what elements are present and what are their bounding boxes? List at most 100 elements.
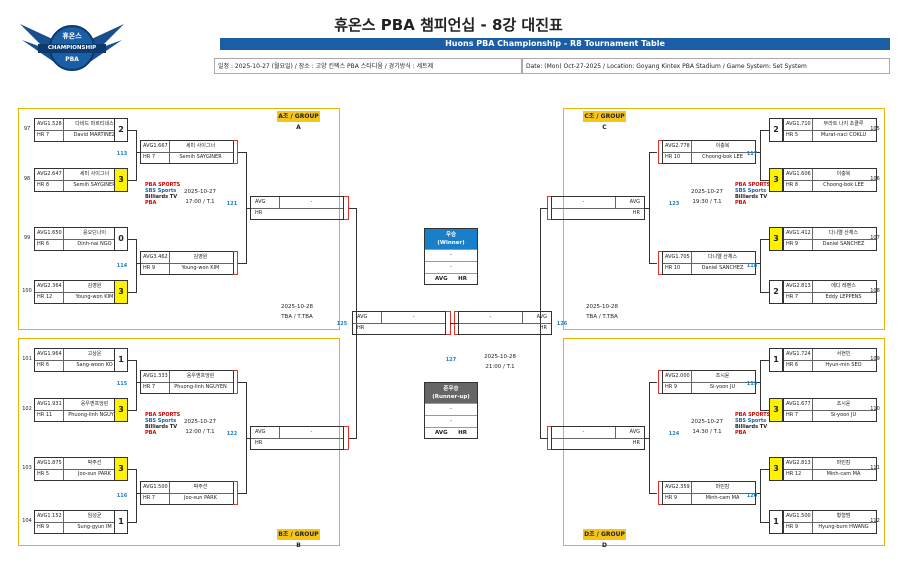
- match-time: 21:00 / T.1: [485, 364, 515, 370]
- bracket-line: [761, 292, 769, 293]
- group-b-label: B조 / GROUP B: [277, 529, 320, 549]
- bracket-line: [136, 152, 140, 153]
- bracket-line: [344, 195, 348, 197]
- hr-label: HR: [632, 439, 640, 446]
- bracket-line: [645, 437, 649, 439]
- sponsor-sbs-sports: SBS Sports: [735, 187, 767, 194]
- group-c-label: C조 / GROUP C: [583, 111, 626, 131]
- match-time: 17:00 / T.1: [185, 198, 215, 205]
- bracket-line: [238, 263, 246, 264]
- bracket-line: [233, 393, 237, 394]
- player-name-en: Dinh-nai NGO: [63, 239, 125, 250]
- card-row-bottom: HR: [459, 323, 551, 334]
- bracket-line: [756, 263, 760, 264]
- logo-mid-text: CHAMPIONSHIP: [47, 45, 97, 51]
- player-name-kr: 마민캄: [691, 482, 753, 493]
- match-date: 2025-10-27: [184, 188, 216, 195]
- avg-value: AVG3.462: [143, 254, 168, 260]
- bracket-line: [761, 410, 769, 411]
- final-player-slot: -: [425, 249, 477, 261]
- player-name-kr: 응오딘나이: [63, 228, 125, 239]
- bracket-line: [761, 360, 769, 361]
- avg-value: AVG1.710: [786, 121, 811, 127]
- sponsor-billiards-tv: Billiards TV: [735, 423, 768, 430]
- bracket-line: [344, 425, 348, 427]
- player-name-kr: 박주선: [63, 458, 125, 469]
- bracket-line: [649, 493, 657, 494]
- avg-value: AVG1.705: [665, 254, 690, 260]
- hr-value: HR 10: [665, 265, 681, 271]
- match-date: 2025-10-28: [281, 303, 313, 310]
- hr-value: HR 9: [786, 524, 799, 530]
- match-date: 2025-10-27: [184, 418, 216, 425]
- bracket-line: [238, 152, 246, 153]
- hr-value: HR 5: [37, 471, 50, 477]
- seed-number: 109: [870, 356, 880, 362]
- seed-number: 111: [870, 465, 880, 471]
- set-score: 3: [769, 398, 783, 422]
- logo-top-text: 휴온스: [62, 32, 82, 40]
- player-name-kr: 다니엘 산체스: [691, 252, 753, 263]
- avg-value: AVG1.677: [786, 401, 811, 407]
- sponsor-pba-sports: PBA SPORTS: [145, 181, 181, 188]
- bracket-line: [233, 481, 237, 482]
- bracket-line: [237, 251, 238, 275]
- set-score: 3: [114, 457, 128, 481]
- hr-value: HR 9: [665, 384, 678, 390]
- bracket-line: [128, 292, 136, 293]
- player-name-en: Sang-woon KO: [63, 360, 125, 371]
- card-row-top: AVG-: [251, 426, 343, 439]
- avg-value: AVG2.813: [786, 460, 811, 466]
- player-name-en: Minh-cam MA: [691, 493, 753, 504]
- avg-label: AVG: [255, 198, 266, 205]
- bracket-line: [658, 140, 662, 141]
- bracket-line: [128, 522, 136, 523]
- bracket-line: [446, 333, 450, 335]
- bracket-line: [344, 448, 348, 450]
- set-score: 1: [769, 348, 783, 372]
- card-row-bottom: HR: [552, 208, 644, 219]
- avg-value: AVG1.500: [143, 484, 168, 490]
- sponsor-pba: PBA: [145, 199, 157, 206]
- bracket-line: [658, 481, 662, 482]
- match-number: 118: [746, 263, 758, 269]
- hr-value: HR 12: [37, 294, 53, 300]
- match-time: 14:30 / T.1: [692, 428, 722, 435]
- avg-label: AVG: [629, 198, 640, 205]
- bracket-line: [658, 370, 662, 371]
- sponsor-pba: PBA: [735, 199, 747, 206]
- bracket-line: [658, 274, 662, 275]
- bracket-line: [136, 493, 140, 494]
- sponsor-sbs-sports: SBS Sports: [735, 417, 767, 424]
- player-name-kr: 응우옌프엉린: [169, 371, 231, 382]
- hr-label: HR: [255, 209, 263, 216]
- seed-number: 108: [870, 288, 880, 294]
- match-number: 116: [116, 493, 128, 499]
